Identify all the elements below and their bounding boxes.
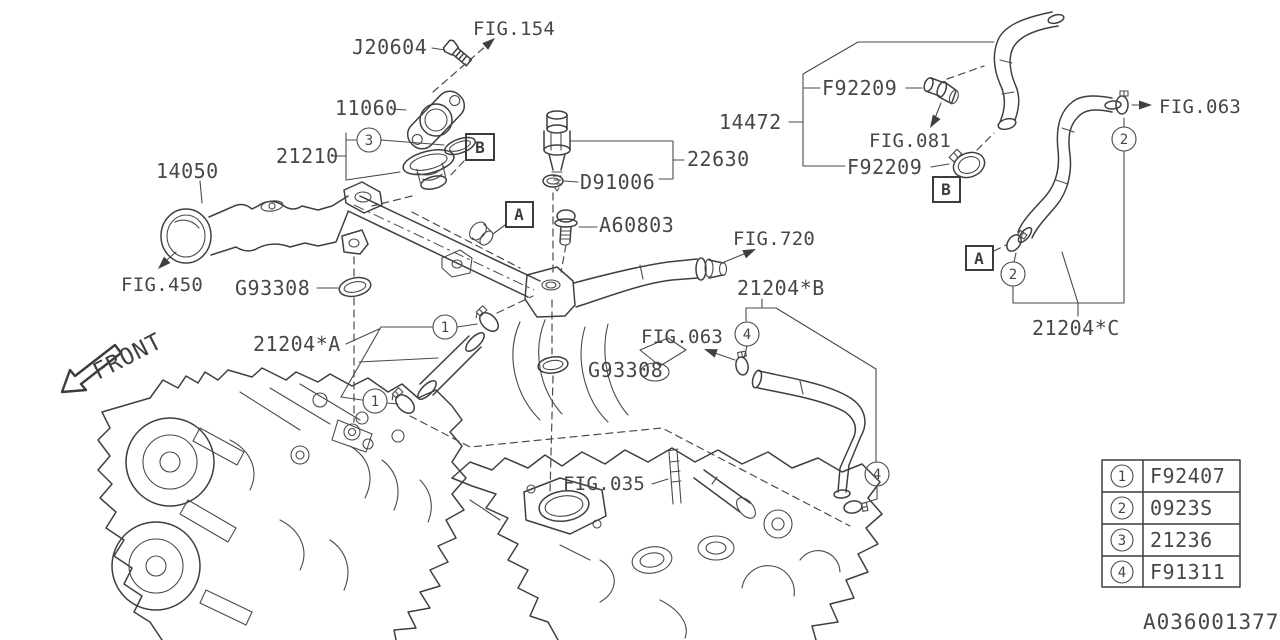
legend-row: 3 21236 (1110, 528, 1213, 552)
view-marker-a: A (514, 205, 524, 224)
legend-part-3: 21236 (1150, 528, 1213, 552)
clamp-icon (1006, 229, 1028, 252)
water-pipe-14050 (160, 181, 728, 318)
hose-21204a (340, 305, 499, 414)
fig450-arrow-icon (158, 256, 171, 269)
hose-14472 (788, 11, 1065, 179)
part-label-a60803: A60803 (599, 213, 674, 237)
o-ring-g93308-manifold (537, 356, 569, 374)
hose-21204c (1006, 90, 1129, 317)
view-marker-a: A (974, 249, 984, 268)
label-fig-720: FIG.720 (733, 228, 815, 250)
part-label-11060: 11060 (335, 96, 398, 120)
legend-index-3: 3 (1118, 533, 1126, 549)
legend-index-2: 2 (1118, 501, 1126, 517)
clamp-ring-f92209 (948, 148, 986, 179)
part-label-g93308-pipe: G93308 (235, 276, 310, 300)
part-label-j20604: J20604 (352, 35, 427, 59)
thermostat-cover-11060 (406, 90, 466, 150)
intake-manifold (451, 319, 883, 640)
label-fig-035: FIG.035 (563, 473, 645, 495)
label-fig-154: FIG.154 (473, 18, 555, 40)
view-marker-boxes: B A B A (465, 133, 994, 271)
part-label-21210: 21210 (276, 144, 339, 168)
legend-row: 4 F91311 (1110, 560, 1225, 584)
part-label-14472: 14472 (719, 110, 782, 134)
hidden-leader-lines (353, 44, 1007, 527)
part-label-f92209-upper: F92209 (822, 76, 897, 100)
label-fig-450: FIG.450 (121, 274, 203, 296)
thermostat-21210 (402, 149, 455, 190)
legend-part-4: F91311 (1150, 560, 1225, 584)
front-arrow-icon (60, 343, 123, 394)
label-fig-063-mid: FIG.063 (641, 326, 723, 348)
callout-4: 4 (743, 327, 751, 343)
labels: FIG.154 J20604 11060 21210 14050 FIG.450… (121, 18, 1279, 634)
legend-part-2: 0923S (1150, 496, 1213, 520)
callout-2: 2 (1120, 132, 1128, 148)
fig154-arrow-icon (482, 38, 495, 50)
legend-part-1: F92407 (1150, 464, 1225, 488)
legend-index-1: 1 (1118, 469, 1126, 485)
fig-ref-arrowheads (158, 38, 1152, 358)
legend-table: 1 F92407 2 0923S 3 21236 4 F91311 (1101, 459, 1241, 588)
doc-number: A036001377 (1143, 610, 1279, 634)
label-leader-lines (160, 47, 1148, 485)
o-ring-g93308-pipe (338, 276, 372, 298)
hose-21204b (735, 298, 878, 514)
callout-1: 1 (441, 320, 449, 336)
callout-circles: 3 1 1 4 4 2 2 (356, 126, 1137, 487)
callout-2: 2 (1009, 267, 1017, 283)
part-label-21204a: 21204*A (253, 332, 341, 356)
view-marker-b: B (941, 180, 951, 199)
clamp-icon (843, 500, 869, 514)
part-label-21204b: 21204*B (737, 276, 825, 300)
o-ring-21236 (444, 136, 476, 156)
connector-f92209 (923, 77, 959, 105)
bolt-a60803 (554, 209, 578, 246)
view-marker-b: B (475, 138, 485, 157)
label-fig-063-right: FIG.063 (1159, 96, 1241, 118)
part-label-21204c: 21204*C (1032, 316, 1120, 340)
fig081-arrow-icon (930, 114, 941, 128)
bolt-j20604 (442, 39, 473, 67)
fig720-arrow-icon (742, 249, 756, 259)
part-label-g93308-manifold: G93308 (588, 358, 663, 382)
clamp-icon (391, 387, 415, 414)
callout-3: 3 (365, 133, 373, 149)
callout-4: 4 (873, 467, 881, 483)
gasket-d91006 (542, 174, 564, 188)
legend-index-4: 4 (1118, 565, 1126, 581)
clamp-icon (735, 350, 749, 376)
front-label: FRONT (89, 328, 167, 385)
fig063-right-arrow-icon (1139, 100, 1152, 110)
legend-row: 1 F92407 (1110, 464, 1225, 488)
part-label-d91006: D91006 (580, 170, 655, 194)
clamp-icon (1115, 90, 1129, 115)
part-label-14050: 14050 (156, 159, 219, 183)
clamp-icon (475, 305, 499, 332)
fig063-mid-arrow-icon (704, 349, 718, 358)
engine-block (97, 367, 467, 640)
part-label-f92209-lower: F92209 (847, 155, 922, 179)
legend-row: 2 0923S (1110, 496, 1213, 520)
callout-1: 1 (371, 394, 379, 410)
label-fig-081: FIG.081 (869, 130, 951, 152)
part-label-22630: 22630 (687, 147, 750, 171)
